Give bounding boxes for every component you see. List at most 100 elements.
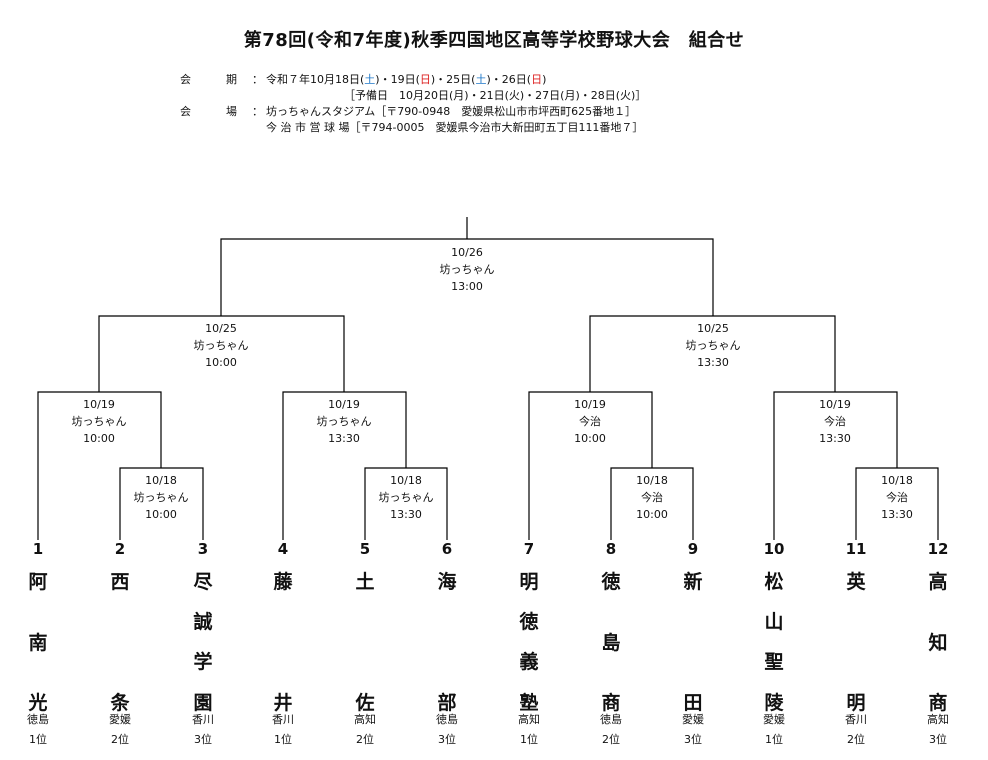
- team-name-char: 義: [519, 651, 539, 673]
- bracket-line: [589, 315, 836, 392]
- team-name-char: 徳: [601, 571, 621, 593]
- match-time: 10:00: [205, 356, 237, 369]
- team-number: 9: [687, 540, 699, 558]
- match-info: 10/26 坊っちゃん 13:00: [412, 244, 522, 295]
- team-rank: 2位: [111, 733, 129, 746]
- team-rank: 1位: [765, 733, 783, 746]
- bracket-line: [610, 467, 694, 540]
- team-number: 8: [605, 540, 617, 558]
- match-date: 10/25: [697, 322, 729, 335]
- team-number: 1: [32, 540, 44, 558]
- team-name-char: 土: [355, 571, 375, 593]
- match-date: 10/19: [574, 398, 606, 411]
- match-info: 10/19 今治 13:30: [780, 396, 890, 447]
- sunday-mark: 日: [531, 73, 543, 86]
- team-name-char: 島: [601, 632, 621, 654]
- match-info: 10/25 坊っちゃん 10:00: [166, 320, 276, 371]
- team-rank: 2位: [847, 733, 865, 746]
- team-name-char: 新: [683, 571, 703, 593]
- team-name-char: 陵: [764, 692, 784, 714]
- period-text: )・26日(: [486, 73, 532, 86]
- bracket-line: [773, 391, 898, 540]
- match-venue: 今治: [641, 491, 663, 504]
- team-name-char: 学: [193, 651, 213, 673]
- team-prefecture: 高知: [354, 713, 376, 726]
- bracket-line: [98, 315, 345, 392]
- match-venue: 坊っちゃん: [133, 491, 189, 504]
- team-prefecture: 徳島: [436, 713, 458, 726]
- team-name-char: 田: [683, 692, 703, 714]
- colon: ：: [252, 105, 263, 118]
- team-name-char: 西: [110, 571, 130, 593]
- match-date: 10/19: [819, 398, 851, 411]
- sunday-mark: 日: [419, 73, 431, 86]
- team-name-char: 阿: [28, 571, 48, 593]
- team-number: 7: [523, 540, 535, 558]
- match-time: 13:30: [390, 508, 422, 521]
- bracket-line: [364, 467, 448, 540]
- team-name-char: 高: [928, 571, 948, 593]
- match-time: 13:30: [881, 508, 913, 521]
- match-date: 10/19: [328, 398, 360, 411]
- saturday-mark: 土: [475, 73, 487, 86]
- team-prefecture: 愛媛: [109, 713, 131, 726]
- team-rank: 2位: [602, 733, 620, 746]
- period-text: 令和７年10月18日(: [266, 73, 365, 86]
- match-time: 13:30: [697, 356, 729, 369]
- match-date: 10/25: [205, 322, 237, 335]
- page-title: 第78回(令和7年度)秋季四国地区高等学校野球大会 組合せ: [243, 30, 745, 51]
- match-venue: 坊っちゃん: [193, 339, 249, 352]
- team-number: 2: [114, 540, 126, 558]
- match-time: 13:30: [328, 432, 360, 445]
- team-name-char: 井: [273, 692, 293, 714]
- team-number: 4: [277, 540, 289, 558]
- team-number: 11: [845, 540, 867, 558]
- team-rank: 1位: [520, 733, 538, 746]
- match-date: 10/18: [636, 474, 668, 487]
- team-name-char: 商: [928, 692, 948, 714]
- match-time: 13:30: [819, 432, 851, 445]
- team-name-char: 園: [193, 692, 213, 714]
- team-rank: 1位: [274, 733, 292, 746]
- team-name-char: 塾: [519, 692, 539, 714]
- team-number: 10: [763, 540, 785, 558]
- team-name-char: 英: [846, 571, 866, 593]
- team-prefecture: 愛媛: [763, 713, 785, 726]
- match-venue: 坊っちゃん: [439, 263, 495, 276]
- team-number: 12: [927, 540, 949, 558]
- match-venue: 坊っちゃん: [685, 339, 741, 352]
- match-time: 10:00: [574, 432, 606, 445]
- reserve-days: ［予備日 10月20日(月)・21日(火)・27日(月)・28日(火)］: [344, 89, 647, 102]
- team-name-char: 藤: [273, 571, 293, 593]
- team-prefecture: 高知: [518, 713, 540, 726]
- period-label: 会 期: [180, 73, 249, 86]
- match-date: 10/18: [390, 474, 422, 487]
- team-name-char: 誠: [193, 611, 213, 633]
- match-venue: 今治: [824, 415, 846, 428]
- match-time: 13:00: [451, 280, 483, 293]
- team-rank: 3位: [684, 733, 702, 746]
- team-prefecture: 香川: [845, 713, 867, 726]
- team-rank: 2位: [356, 733, 374, 746]
- match-date: 10/18: [881, 474, 913, 487]
- team-prefecture: 香川: [272, 713, 294, 726]
- team-name-char: 明: [519, 571, 539, 593]
- match-date: 10/26: [451, 246, 483, 259]
- venue-2: 今 治 市 営 球 場［〒794-0005 愛媛県今治市大新田町五丁目111番地…: [266, 121, 644, 134]
- match-info: 10/25 坊っちゃん 13:30: [658, 320, 768, 371]
- period-text: )・19日(: [375, 73, 420, 86]
- team-prefecture: 高知: [927, 713, 949, 726]
- team-name-char: 佐: [355, 692, 375, 714]
- team-name-char: 海: [437, 571, 457, 593]
- team-name-char: 商: [601, 692, 621, 714]
- team-prefecture: 徳島: [27, 713, 49, 726]
- team-rank: 1位: [29, 733, 47, 746]
- team-number: 5: [359, 540, 371, 558]
